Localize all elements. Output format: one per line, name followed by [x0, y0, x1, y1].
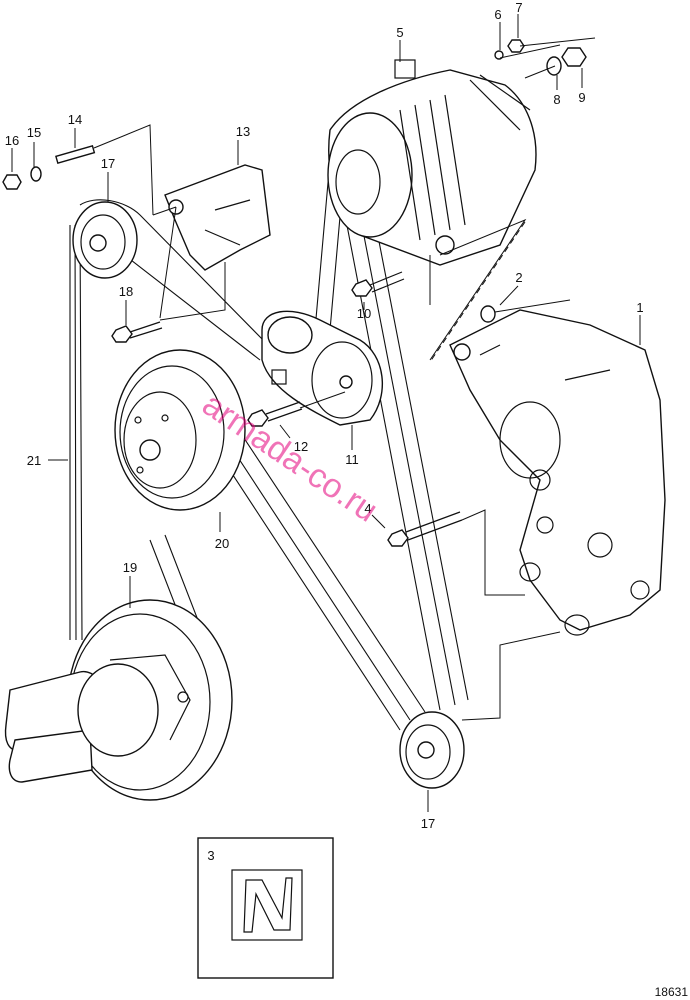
water-pump-part-19	[4, 599, 233, 801]
label-6: 6	[494, 7, 501, 22]
belt-routing-inset-part-3	[197, 837, 334, 979]
part-6-washer	[494, 50, 504, 60]
label-17-bottom: 17	[421, 816, 435, 831]
label-7: 7	[515, 0, 522, 15]
bolt-part-12	[247, 401, 303, 427]
label-11: 11	[345, 452, 359, 467]
label-21: 21	[27, 453, 41, 468]
part-14-stud	[55, 145, 96, 164]
idler-pulley-part-17-bottom	[399, 711, 465, 789]
label-20: 20	[215, 536, 229, 551]
bracket-part-13	[164, 164, 271, 271]
label-15: 15	[27, 125, 41, 140]
mounting-bracket-part-1	[449, 309, 666, 636]
dashed-alignment-line	[429, 221, 526, 363]
tensioner-part-11	[261, 310, 383, 426]
figure-number: 18631	[655, 985, 689, 999]
stud-part-2	[480, 299, 571, 323]
leader-lines	[11, 14, 641, 812]
bolt-part-10	[351, 271, 405, 297]
alternator-part-5	[327, 59, 537, 266]
label-2: 2	[515, 270, 522, 285]
part-labels: 1 2 3 4 5 6 7 8 9 10 11 12 13 14 15 16 1…	[5, 0, 644, 863]
label-12: 12	[294, 439, 308, 454]
belt-main	[149, 159, 469, 731]
part-15-washer	[30, 166, 42, 182]
bolt-part-18	[111, 321, 163, 343]
label-18: 18	[119, 284, 133, 299]
label-1: 1	[636, 300, 643, 315]
label-9: 9	[578, 90, 585, 105]
part-9-nut	[561, 47, 587, 67]
label-17-top: 17	[101, 156, 115, 171]
label-3: 3	[207, 848, 214, 863]
label-10: 10	[357, 306, 371, 321]
label-19: 19	[123, 560, 137, 575]
bolt-part-4	[387, 511, 463, 547]
label-8: 8	[553, 92, 560, 107]
label-4: 4	[364, 501, 371, 516]
label-5: 5	[396, 25, 403, 40]
part-7-nut	[507, 39, 525, 53]
part-16-nut	[2, 174, 22, 190]
pulley-part-20	[114, 349, 246, 511]
idler-pulley-part-17-top	[72, 201, 138, 279]
label-14: 14	[68, 112, 82, 127]
label-13: 13	[236, 124, 250, 139]
label-16: 16	[5, 133, 19, 148]
